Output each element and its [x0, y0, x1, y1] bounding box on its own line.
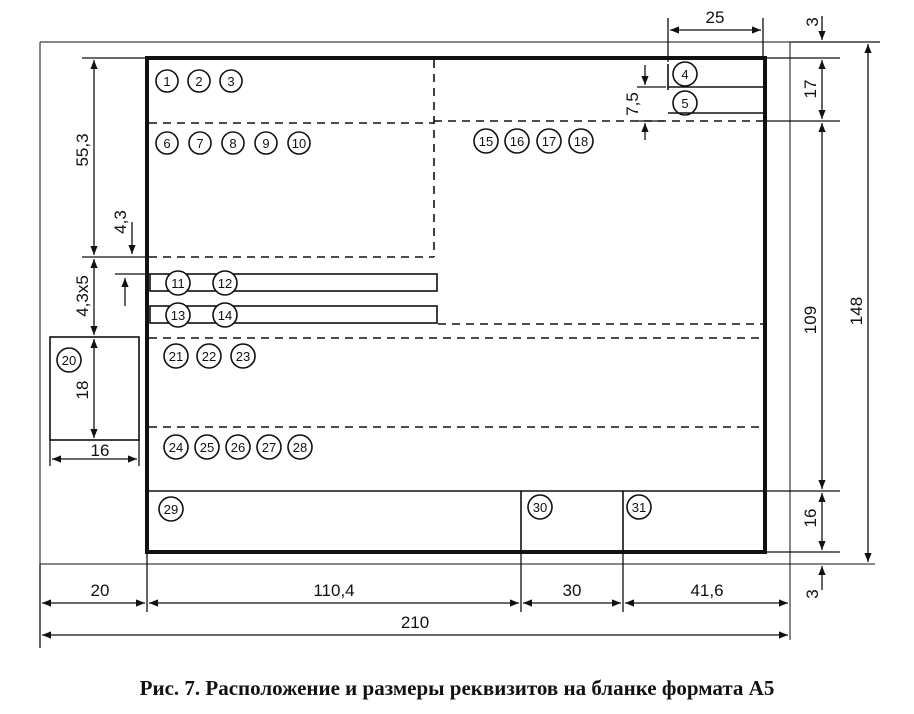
field-number: 30	[533, 500, 547, 515]
field-number: 20	[62, 353, 76, 368]
field-number: 1	[163, 74, 170, 89]
field-number: 9	[262, 136, 269, 151]
form-inner-lines	[49, 64, 765, 552]
field-number: 16	[510, 134, 524, 149]
dimension-labels: 25 3 17 109 16 148 3 20 110,4 30 41,6 21…	[73, 8, 866, 632]
dim-top-3: 3	[803, 17, 822, 26]
dim-left-4-3: 4,3	[111, 210, 130, 234]
field-number: 25	[200, 440, 214, 455]
dim-inner-7-5: 7,5	[623, 92, 642, 116]
dim-bottom-110-4: 110,4	[313, 581, 354, 600]
dim-left-55-3: 55,3	[73, 133, 92, 166]
dashed-zone-lines	[149, 60, 763, 428]
dim-left-4-3x5: 4,3х5	[73, 275, 92, 317]
field-number: 17	[542, 134, 556, 149]
sheet-outline	[39, 41, 875, 640]
dim-right-16: 16	[801, 509, 820, 528]
dim-left-18: 18	[73, 381, 92, 400]
field-number: 15	[479, 134, 493, 149]
dim-bottom-41-6: 41,6	[690, 581, 723, 600]
dimension-lines	[39, 16, 880, 648]
field-number: 5	[681, 96, 688, 111]
field-number: 27	[262, 440, 276, 455]
field-number: 31	[632, 500, 646, 515]
field-number: 6	[163, 136, 170, 151]
dim-left-16: 16	[91, 441, 110, 460]
field-number: 8	[229, 136, 236, 151]
field-number: 7	[196, 136, 203, 151]
field-number: 13	[171, 308, 185, 323]
field-number: 26	[231, 440, 245, 455]
dim-bottom-210: 210	[401, 613, 429, 632]
field-number: 29	[164, 502, 178, 517]
requisite-markers: 1 2 3 4 5 6 7 8 9 10 15 16 17 18 11 12 1…	[56, 61, 698, 522]
field-number: 18	[574, 134, 588, 149]
field-number: 4	[681, 67, 688, 82]
field-number: 3	[227, 74, 234, 89]
field-number: 12	[218, 276, 232, 291]
field-number: 14	[218, 308, 232, 323]
field-number: 28	[293, 440, 307, 455]
field-number: 11	[171, 276, 185, 291]
dim-right-17: 17	[801, 80, 820, 99]
field-number: 22	[202, 349, 216, 364]
dim-bottom-20: 20	[91, 581, 110, 600]
field-number: 10	[292, 136, 306, 151]
field-number: 23	[236, 349, 250, 364]
dim-right-109: 109	[801, 306, 820, 334]
field-number: 24	[169, 440, 183, 455]
field-number: 21	[169, 349, 183, 364]
dim-bottom-3: 3	[803, 589, 822, 598]
dim-right-148: 148	[847, 297, 866, 325]
dim-top-25: 25	[706, 8, 725, 27]
field-number: 2	[195, 74, 202, 89]
form-frame	[145, 56, 767, 554]
figure-caption: Рис. 7. Расположение и размеры реквизито…	[139, 676, 775, 700]
dim-bottom-30: 30	[563, 581, 582, 600]
